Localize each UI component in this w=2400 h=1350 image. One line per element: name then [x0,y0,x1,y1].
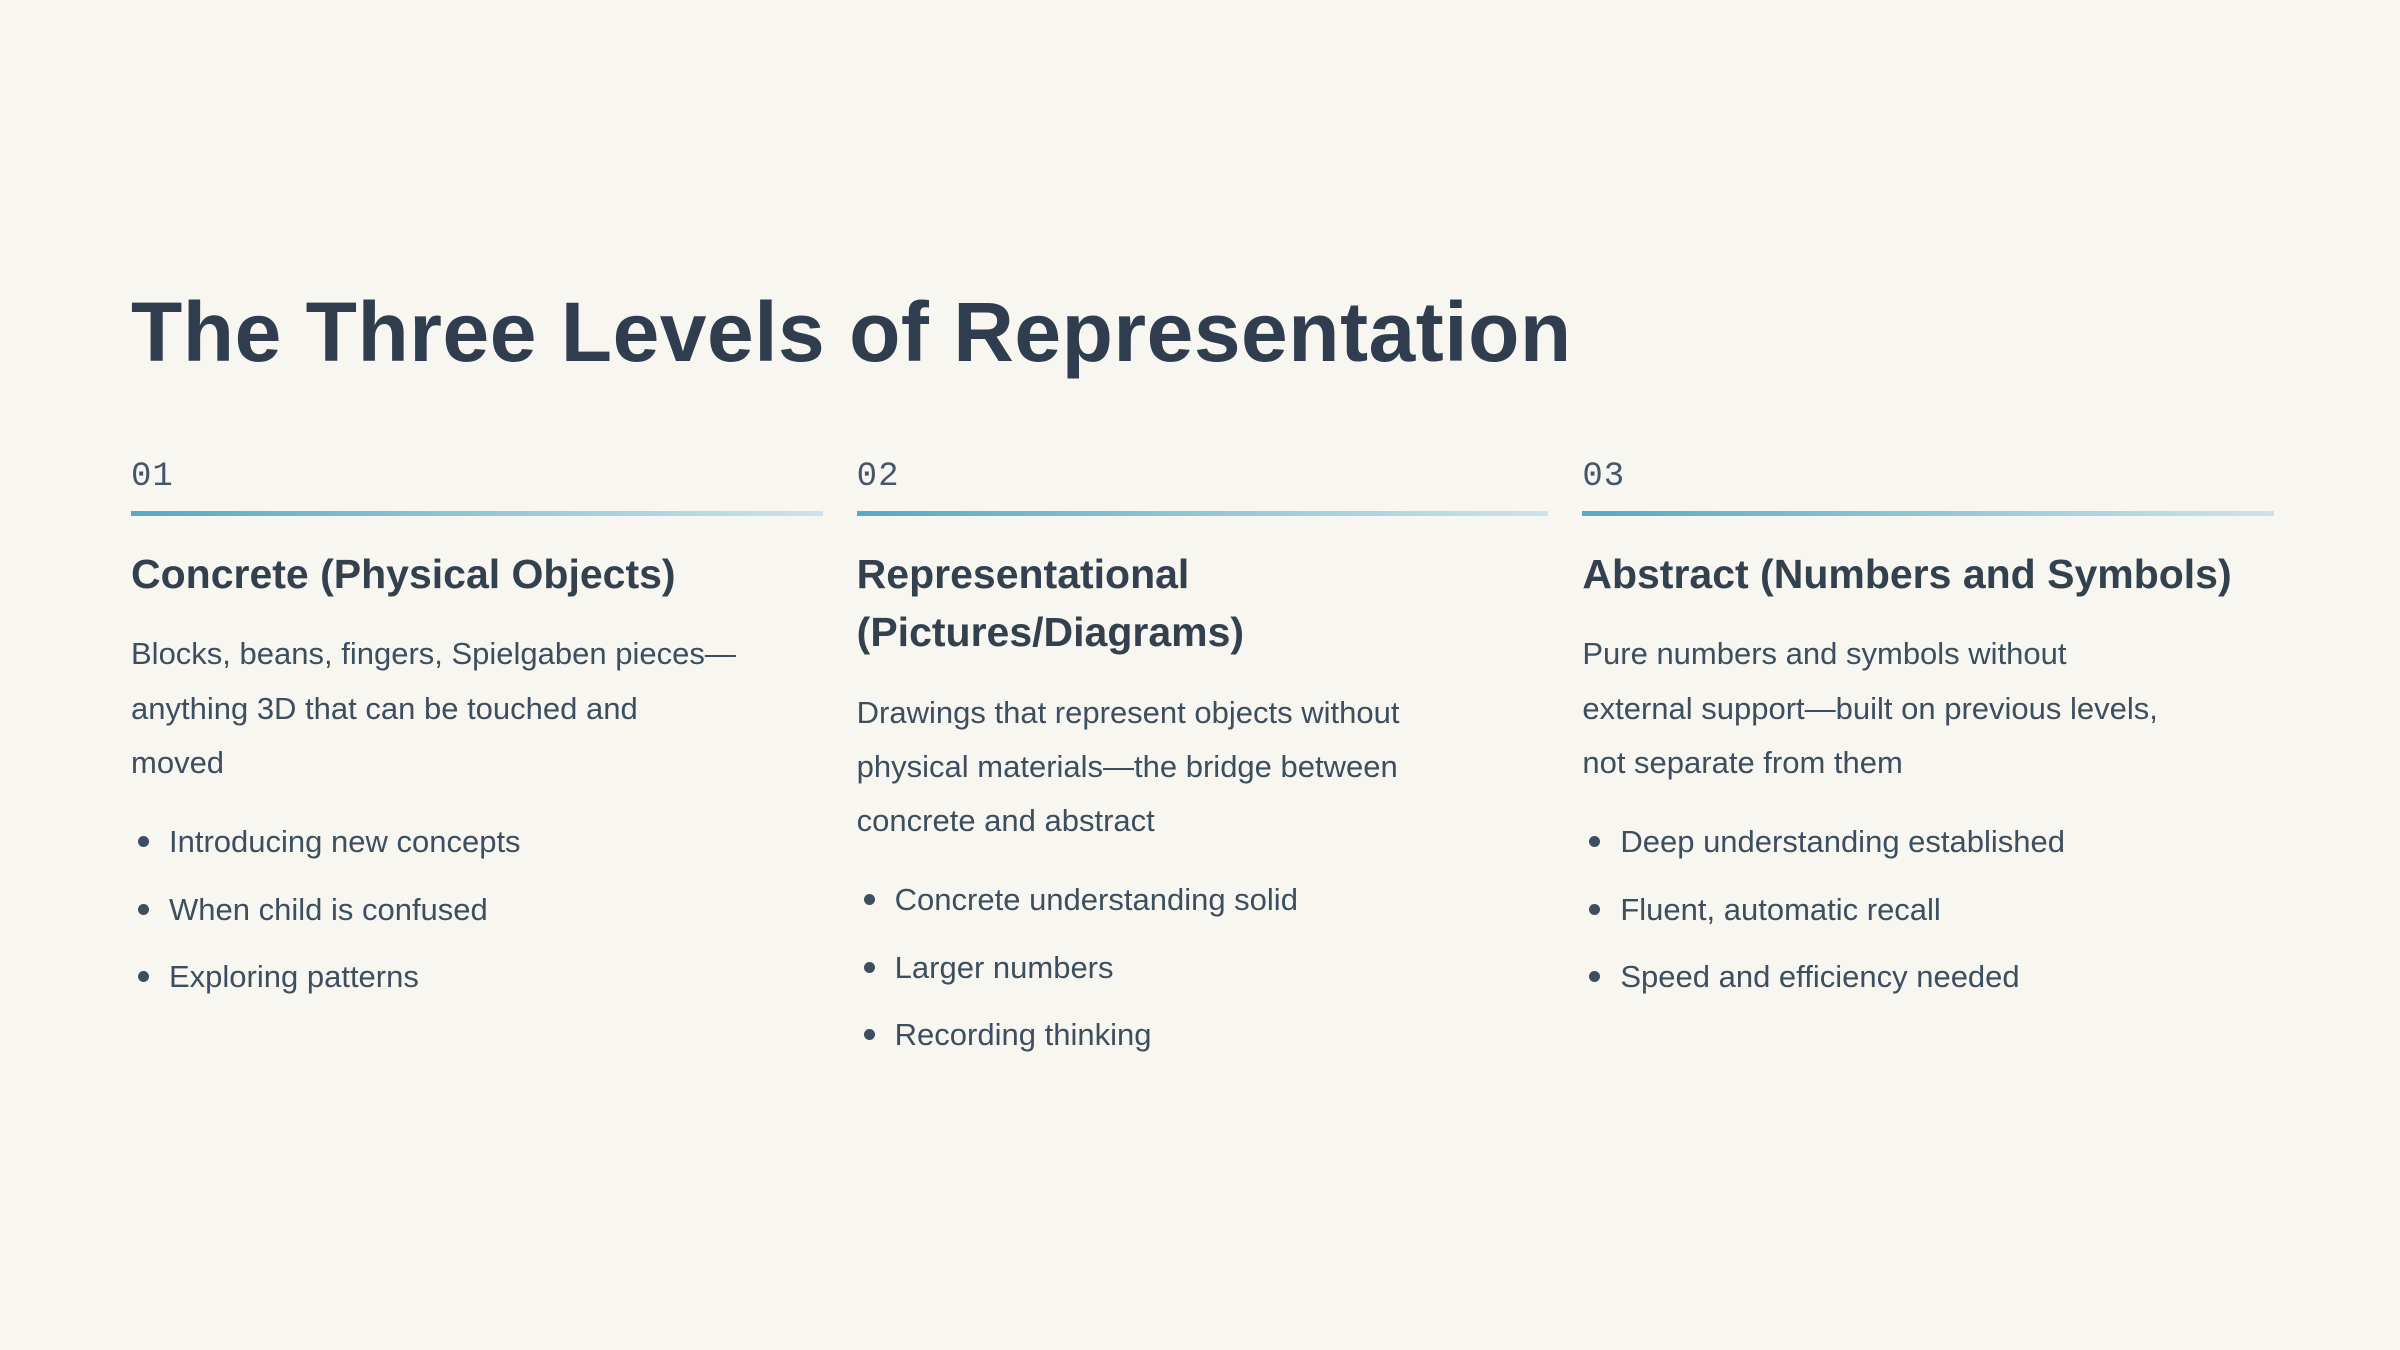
column-description: Blocks, beans, fingers, Spielgaben piece… [131,636,736,780]
page-title: The Three Levels of Representation [131,285,1572,379]
column-representational: 02 Representational (Pictures/Diagrams) … [856,458,1549,1080]
column-heading: Abstract (Numbers and Symbols) [1582,551,2232,598]
column-abstract: 03 Abstract (Numbers and Symbols) Pure n… [1582,458,2275,1080]
column-number: 02 [856,458,900,497]
column-number: 01 [131,458,174,497]
column-heading: Representational (Pictures/Diagrams) [856,551,1245,656]
bullet-list: Introducing new concepts When child is c… [131,820,823,998]
bullet-item: Introducing new concepts [131,820,823,863]
columns-row: 01 Concrete (Physical Objects) Blocks, b… [131,458,2275,1080]
divider-line [1582,511,2275,517]
bullet-list: Concrete understanding solid Larger numb… [857,878,1549,1056]
column-description: Pure numbers and symbols without externa… [1582,636,2158,780]
bullet-item: Fluent, automatic recall [1582,888,2274,931]
column-concrete: 01 Concrete (Physical Objects) Blocks, b… [131,458,823,1080]
bullet-item: Recording thinking [857,1013,1549,1056]
bullet-item: Exploring patterns [131,955,823,998]
bullet-item: Concrete understanding solid [857,878,1549,921]
divider-line [856,511,1549,517]
column-description: Drawings that represent objects without … [856,694,1400,839]
bullet-item: Larger numbers [857,946,1549,989]
column-heading: Concrete (Physical Objects) [131,551,676,598]
divider-line [131,511,823,517]
bullet-item: Speed and efficiency needed [1582,955,2274,998]
bullet-list: Deep understanding established Fluent, a… [1582,820,2274,998]
column-number: 03 [1582,458,1626,497]
bullet-item: When child is confused [131,888,823,931]
bullet-item: Deep understanding established [1582,820,2274,863]
